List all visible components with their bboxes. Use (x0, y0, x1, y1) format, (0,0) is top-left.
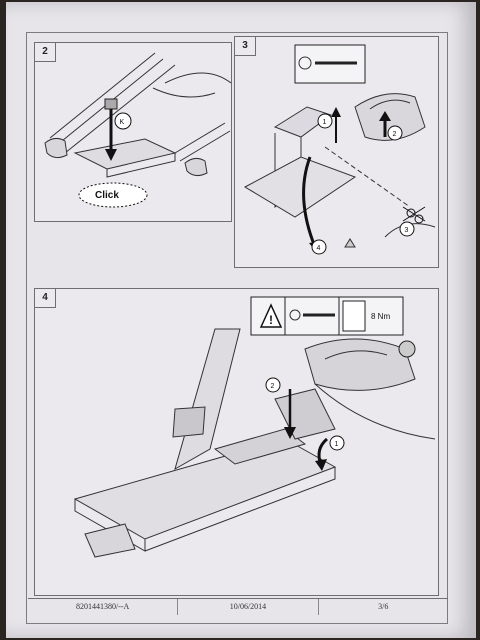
page-number: 3/6 (378, 602, 389, 611)
step-1: 1 (335, 441, 339, 448)
page-frame (26, 32, 448, 624)
panel-4-number: 4 (35, 289, 56, 308)
warning-icon (259, 303, 283, 328)
torque-value: 8 Nm (371, 312, 390, 321)
panel-3-number: 3 (235, 37, 256, 56)
document-reference: 8201441380/--A (28, 599, 179, 615)
click-label: Click (95, 190, 119, 201)
panel-4-illustration: ! 8 Nm (73, 296, 436, 558)
scissors-icon (402, 206, 426, 224)
panel-2-number: 2 (35, 43, 56, 62)
panel-2-illustration: K Click (44, 52, 231, 208)
step-markers: 1 2 (265, 377, 345, 451)
step-markers: 1 2 3 4 (311, 113, 415, 255)
torque-wrench-icon (342, 300, 366, 332)
panel-4: 4 ! 8 Nm (34, 288, 439, 596)
step-1: 1 (323, 119, 327, 126)
panel-2: 2 K Click (34, 42, 232, 222)
panel-3: 3 1 2 (234, 36, 439, 268)
callout-k: K (120, 119, 125, 126)
svg-text:!: ! (269, 313, 273, 327)
step-3: 3 (405, 227, 409, 234)
instruction-sheet: 2 K Click 3 (6, 2, 476, 638)
document-date: 10/06/2014 (178, 599, 319, 615)
step-4: 4 (317, 245, 321, 252)
step-2: 2 (271, 383, 275, 390)
panel-3-illustration: 1 2 3 4 (243, 44, 436, 255)
step-2: 2 (393, 131, 397, 138)
page-footer: 8201441380/--A 10/06/2014 3/6 (28, 598, 448, 615)
